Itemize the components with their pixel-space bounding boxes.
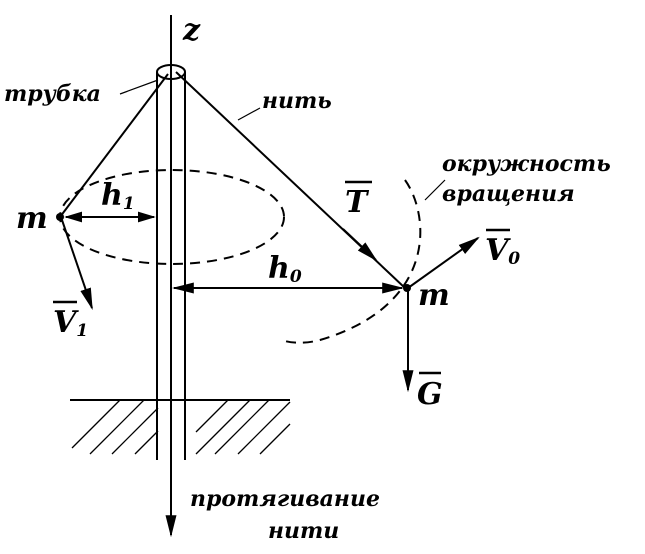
- pull-label-line1: протягивание: [190, 486, 380, 512]
- tube-label: трубка: [4, 81, 101, 107]
- h0-sub: 0: [290, 267, 302, 287]
- ground: [70, 399, 291, 455]
- tension-label: T: [345, 185, 370, 220]
- tube-leader: [119, 79, 159, 95]
- v0-vector: [407, 236, 480, 289]
- tension-label-group: T: [345, 180, 372, 220]
- thread-leader: [237, 107, 261, 121]
- v0-label: V0: [485, 233, 520, 269]
- v0-main: V: [485, 233, 511, 268]
- circle-leader: [424, 179, 446, 201]
- axis-z-label: z: [182, 13, 201, 48]
- v1-sub: 1: [76, 321, 88, 341]
- mass-right-point: [403, 284, 411, 292]
- thread-label: нить: [262, 88, 332, 114]
- gravity-label-group: G: [417, 371, 443, 412]
- v1-label: V1: [53, 305, 88, 341]
- v0-label-group: V0: [485, 228, 520, 269]
- pull-label-line2: нити: [268, 518, 339, 544]
- v1-main: V: [53, 305, 79, 340]
- v1-vector: [61, 219, 93, 311]
- h0-main: h: [268, 251, 290, 286]
- mass-left-point: [56, 213, 64, 221]
- tension-vector: [342, 228, 378, 262]
- h1-sub: 1: [123, 194, 135, 214]
- circle-label-line1: окружность: [442, 151, 611, 177]
- mass-left-label: m: [16, 201, 48, 236]
- tube: [156, 64, 186, 538]
- circle-label-line2: вращения: [442, 181, 575, 207]
- mass-right-label: m: [418, 278, 450, 313]
- h1-label: h1: [101, 178, 135, 214]
- thread-left: [59, 73, 169, 218]
- gravity-label: G: [417, 377, 443, 412]
- h0-label: h0: [268, 251, 302, 287]
- v1-label-group: V1: [53, 300, 88, 341]
- h1-main: h: [101, 178, 123, 213]
- v0-sub: 0: [508, 249, 520, 269]
